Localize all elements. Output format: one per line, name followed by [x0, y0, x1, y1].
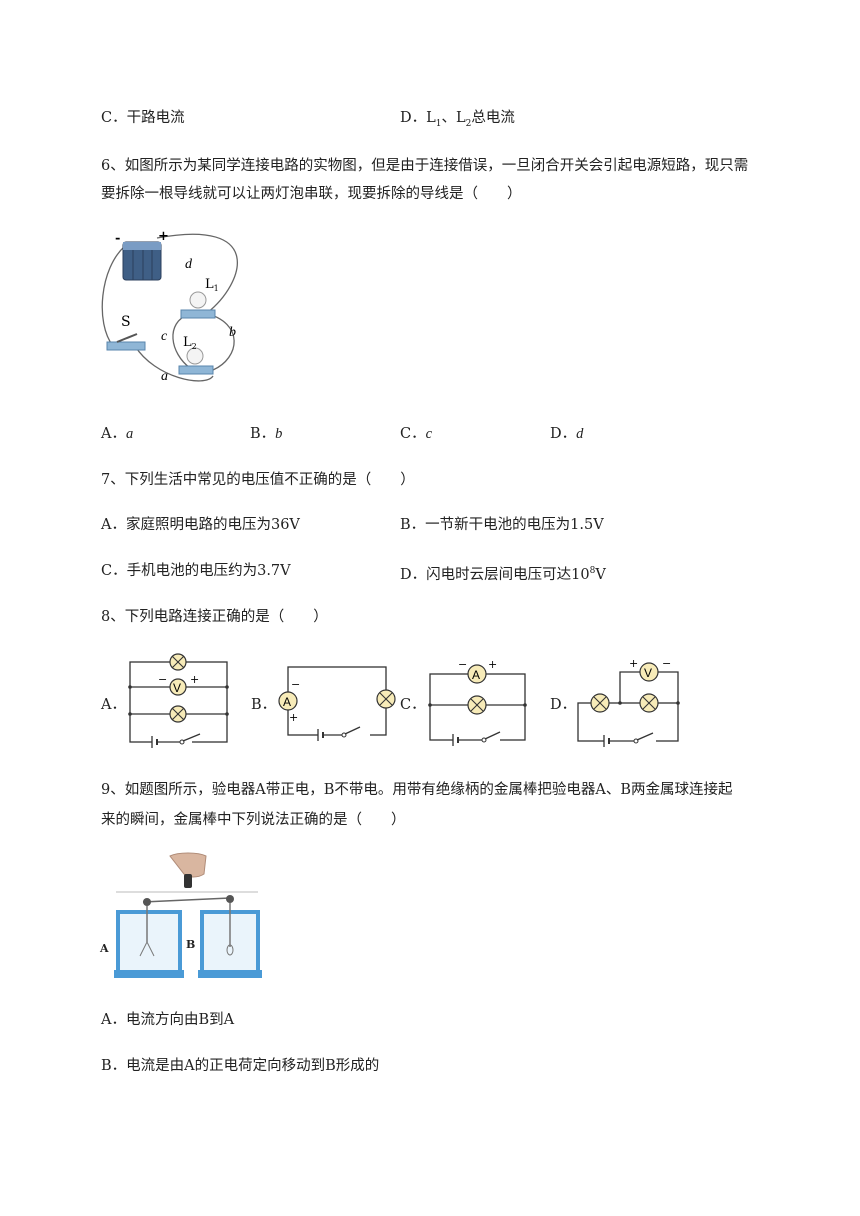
meter-minus: − — [662, 657, 671, 670]
meter-minus: − — [158, 673, 167, 686]
wire-b-label: b — [229, 325, 236, 340]
q8-circuit-b: A − + — [278, 666, 396, 741]
wire-c-label: c — [161, 329, 168, 344]
switch-s-label: S — [121, 314, 131, 330]
q9-stem-line2: 来的瞬间，金属棒中下列说法正确的是（ ） — [101, 812, 406, 828]
q6-option-a[interactable]: A．a — [101, 426, 134, 442]
q8-circuit-a: V − + — [128, 653, 229, 748]
q6-circuit-figure: - + d L1 S c b L2 a — [101, 229, 238, 384]
meter-plus: + — [190, 673, 199, 686]
voltmeter-v-label: V — [644, 666, 652, 680]
q9-electroscope-figure: A B — [99, 852, 262, 978]
battery-plus-label: + — [158, 229, 169, 244]
battery-minus-label: - — [115, 231, 120, 246]
wire-d-label: d — [185, 257, 193, 272]
q6-option-b[interactable]: B．b — [250, 426, 283, 442]
meter-minus: − — [291, 678, 300, 691]
q7-option-a[interactable]: A．家庭照明电路的电压为36V — [101, 517, 300, 533]
q8-option-d-label[interactable]: D． — [550, 697, 577, 713]
meter-plus: + — [629, 657, 638, 670]
electroscope-b-label: B — [186, 938, 195, 951]
q7-option-b[interactable]: B．一节新干电池的电压为1.5V — [400, 517, 604, 533]
q9-stem-line1: 9、如题图所示，验电器A带正电，B不带电。用带有绝缘柄的金属棒把验电器A、B两金… — [101, 782, 733, 798]
q9-option-a[interactable]: A．电流方向由B到A — [101, 1012, 235, 1028]
q6-stem-line1: 6、如图所示为某同学连接电路的实物图，但是由于连接借误，一旦闭合开关会引起电源短… — [101, 158, 749, 174]
voltmeter-v-label: V — [173, 681, 181, 695]
q5-option-d-sep: 、L — [441, 110, 466, 126]
q5-option-d: D．L1、L2总电流 — [400, 108, 515, 134]
q6-option-c[interactable]: C．c — [400, 426, 433, 442]
q5-option-c: C．干路电流 — [101, 110, 185, 126]
ammeter-a-label: A — [283, 695, 291, 709]
wire-a-label: a — [161, 369, 168, 384]
q8-circuit-d: V + − — [577, 657, 680, 747]
lamp-l1-label: L1 — [205, 277, 219, 293]
meter-plus: + — [289, 711, 298, 724]
q6-option-d[interactable]: D．d — [550, 426, 584, 442]
q5-option-d-text: D．L — [400, 110, 436, 126]
q5-option-d-sub1: 1 — [435, 118, 442, 129]
q5-option-d-sub2: 2 — [465, 118, 472, 129]
q7-option-d[interactable]: D．闪电时云层间电压可达108V — [400, 566, 606, 583]
meter-minus: − — [458, 658, 467, 671]
q7-option-c[interactable]: C．手机电池的电压约为3.7V — [101, 563, 291, 579]
q7-stem: 7、下列生活中常见的电压值不正确的是（ ） — [101, 472, 415, 488]
q9-option-b[interactable]: B．电流是由A的正电荷定向移动到B形成的 — [101, 1058, 380, 1074]
electroscope-a-label: A — [99, 942, 109, 955]
q6-stem-line2: 要拆除一根导线就可以让两灯泡串联，现要拆除的导线是（ ） — [101, 186, 522, 202]
q8-option-c-label[interactable]: C． — [400, 697, 426, 713]
q8-stem: 8、下列电路连接正确的是（ ） — [101, 609, 328, 625]
meter-plus: + — [488, 658, 497, 671]
q5-option-d-suffix: 总电流 — [471, 110, 515, 126]
q8-circuit-c: A − + — [428, 658, 527, 746]
q8-option-b-label[interactable]: B． — [251, 697, 277, 713]
ammeter-a-label: A — [472, 668, 480, 682]
q8-option-a-label[interactable]: A． — [101, 697, 126, 713]
lamp-l2-label: L2 — [183, 335, 197, 351]
